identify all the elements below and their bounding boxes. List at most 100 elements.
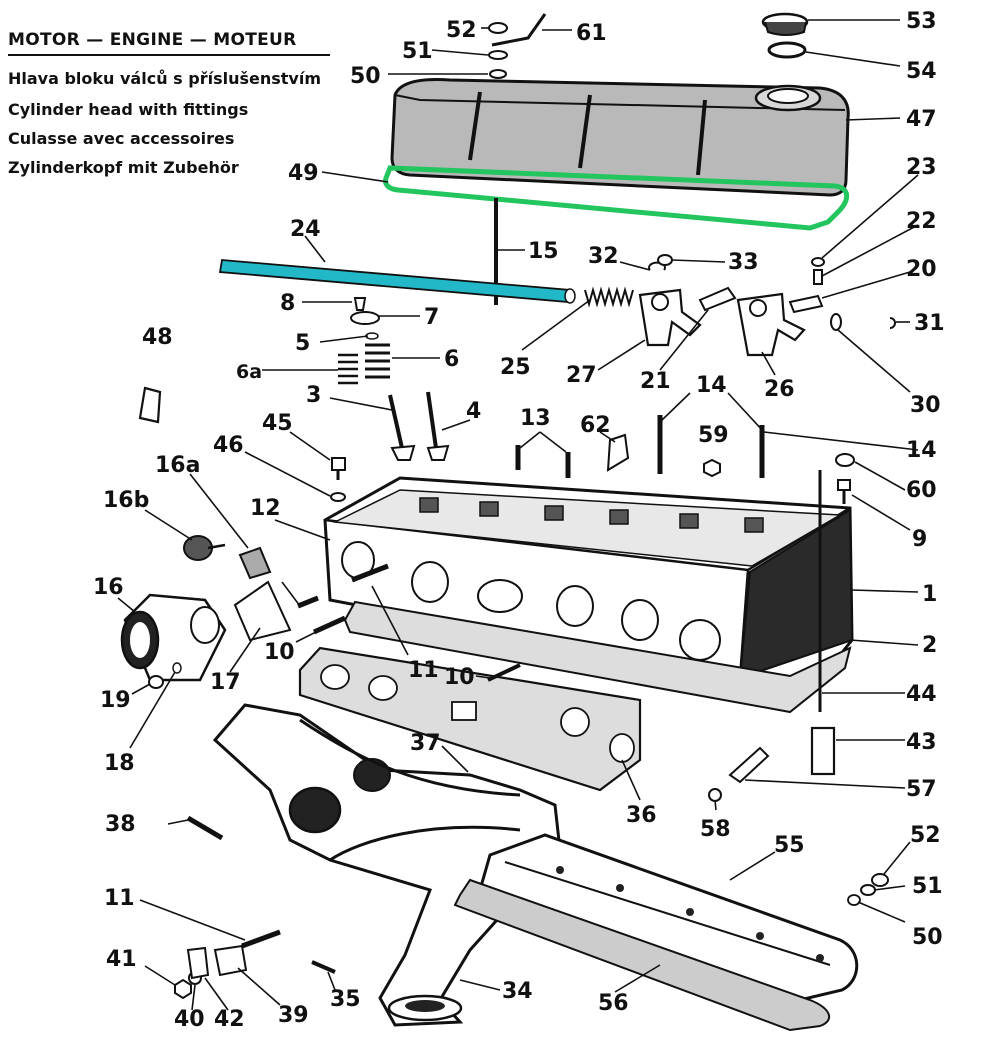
part-clip-31	[889, 317, 896, 329]
part-tab-washer-42	[186, 946, 210, 980]
diagram-title: MOTOR — ENGINE — MOTEUR	[8, 30, 297, 50]
part-temperature-sender	[728, 746, 770, 784]
label-21: 21	[640, 369, 671, 394]
label-14-right: 14	[906, 438, 937, 463]
part-stud-10b	[487, 663, 521, 682]
part-washer-30	[830, 313, 842, 331]
label-11-mid: 11	[408, 658, 439, 683]
label-24: 24	[290, 217, 321, 242]
part-stud-38	[186, 815, 224, 841]
caption-french: Culasse avec accessoires	[8, 129, 235, 148]
part-adjuster-22	[813, 269, 823, 285]
label-13: 13	[520, 406, 551, 431]
part-washer-50b	[847, 894, 861, 906]
part-oil-filler-cap	[761, 12, 809, 36]
part-tappet-cover-gasket	[453, 878, 831, 1032]
part-gasket-17	[233, 580, 292, 642]
label-53: 53	[906, 9, 937, 34]
label-40: 40	[174, 1007, 205, 1032]
label-34: 34	[502, 979, 533, 1004]
label-51-top: 51	[402, 39, 433, 64]
label-30: 30	[910, 393, 941, 418]
label-7: 7	[424, 305, 439, 330]
label-50-top: 50	[350, 64, 381, 89]
label-26: 26	[764, 377, 795, 402]
label-3: 3	[306, 383, 321, 408]
label-52-right: 52	[910, 823, 941, 848]
label-18: 18	[104, 751, 135, 776]
label-37: 37	[410, 731, 441, 756]
part-washer-51b	[860, 884, 876, 896]
label-2: 2	[922, 633, 937, 658]
part-manifold-gasket	[298, 646, 642, 792]
part-bracket-62	[606, 433, 630, 472]
label-45: 45	[262, 411, 293, 436]
label-44: 44	[906, 682, 937, 707]
part-manifold	[212, 703, 562, 1027]
label-49: 49	[288, 161, 319, 186]
part-stud-11a	[351, 563, 389, 583]
caption-czech: Hlava bloku válců s příslušenstvím	[8, 69, 321, 88]
part-rocker-arm-right	[788, 294, 824, 314]
part-collet	[353, 297, 367, 311]
part-nut-52b	[871, 873, 889, 887]
label-16: 16	[93, 575, 124, 600]
part-bracket-48	[138, 386, 162, 424]
label-47: 47	[906, 107, 937, 132]
part-rocker-cover	[390, 78, 850, 197]
label-61: 61	[576, 21, 607, 46]
label-62: 62	[580, 413, 611, 438]
label-6a: 6a	[236, 361, 262, 383]
label-35: 35	[330, 987, 361, 1012]
label-57: 57	[906, 777, 937, 802]
label-50-right: 50	[912, 925, 943, 950]
part-bolt-9	[837, 479, 851, 504]
label-19: 19	[100, 688, 131, 713]
label-36: 36	[626, 803, 657, 828]
label-5: 5	[295, 331, 310, 356]
label-33: 33	[728, 250, 759, 275]
label-51-right: 51	[912, 874, 943, 899]
title-underline	[8, 54, 330, 56]
part-spring-cap	[350, 311, 380, 325]
part-washer-58	[708, 788, 722, 802]
label-38: 38	[105, 812, 136, 837]
label-46: 46	[213, 433, 244, 458]
part-tappet-cover	[478, 833, 859, 1002]
part-circlip	[648, 261, 666, 271]
label-17: 17	[210, 670, 241, 695]
part-filler-seal	[767, 41, 807, 59]
label-59: 59	[698, 423, 729, 448]
label-8: 8	[280, 291, 295, 316]
label-42: 42	[214, 1007, 245, 1032]
label-52-top: 52	[446, 18, 477, 43]
label-27: 27	[566, 363, 597, 388]
label-25: 25	[500, 355, 531, 380]
label-55: 55	[774, 833, 805, 858]
part-stud-10a	[312, 615, 347, 635]
label-12: 12	[250, 496, 281, 521]
part-stud-12	[297, 595, 319, 609]
part-exhaust-valve	[426, 391, 450, 461]
label-10-mid: 10	[444, 665, 475, 690]
part-rocker-shaft	[218, 259, 576, 304]
part-washer-18	[172, 662, 182, 674]
label-14-top: 14	[696, 373, 727, 398]
part-outer-spring	[365, 343, 390, 379]
part-inlet-valve	[388, 394, 416, 461]
label-31: 31	[914, 311, 945, 336]
label-60: 60	[906, 478, 937, 503]
part-rocker-cover-gasket	[383, 165, 850, 231]
caption-german: Zylinderkopf mit Zubehör	[8, 158, 239, 177]
label-15: 15	[528, 239, 559, 264]
part-stud-11b	[241, 929, 281, 949]
part-nut-41	[174, 978, 192, 1000]
label-23: 23	[906, 155, 937, 180]
label-39: 39	[278, 1003, 309, 1028]
leader-lines	[117, 19, 919, 1011]
part-washer-19	[148, 675, 164, 689]
label-1: 1	[922, 582, 937, 607]
part-sleeve-16a	[238, 546, 272, 580]
part-thermostat-housing	[120, 593, 227, 682]
